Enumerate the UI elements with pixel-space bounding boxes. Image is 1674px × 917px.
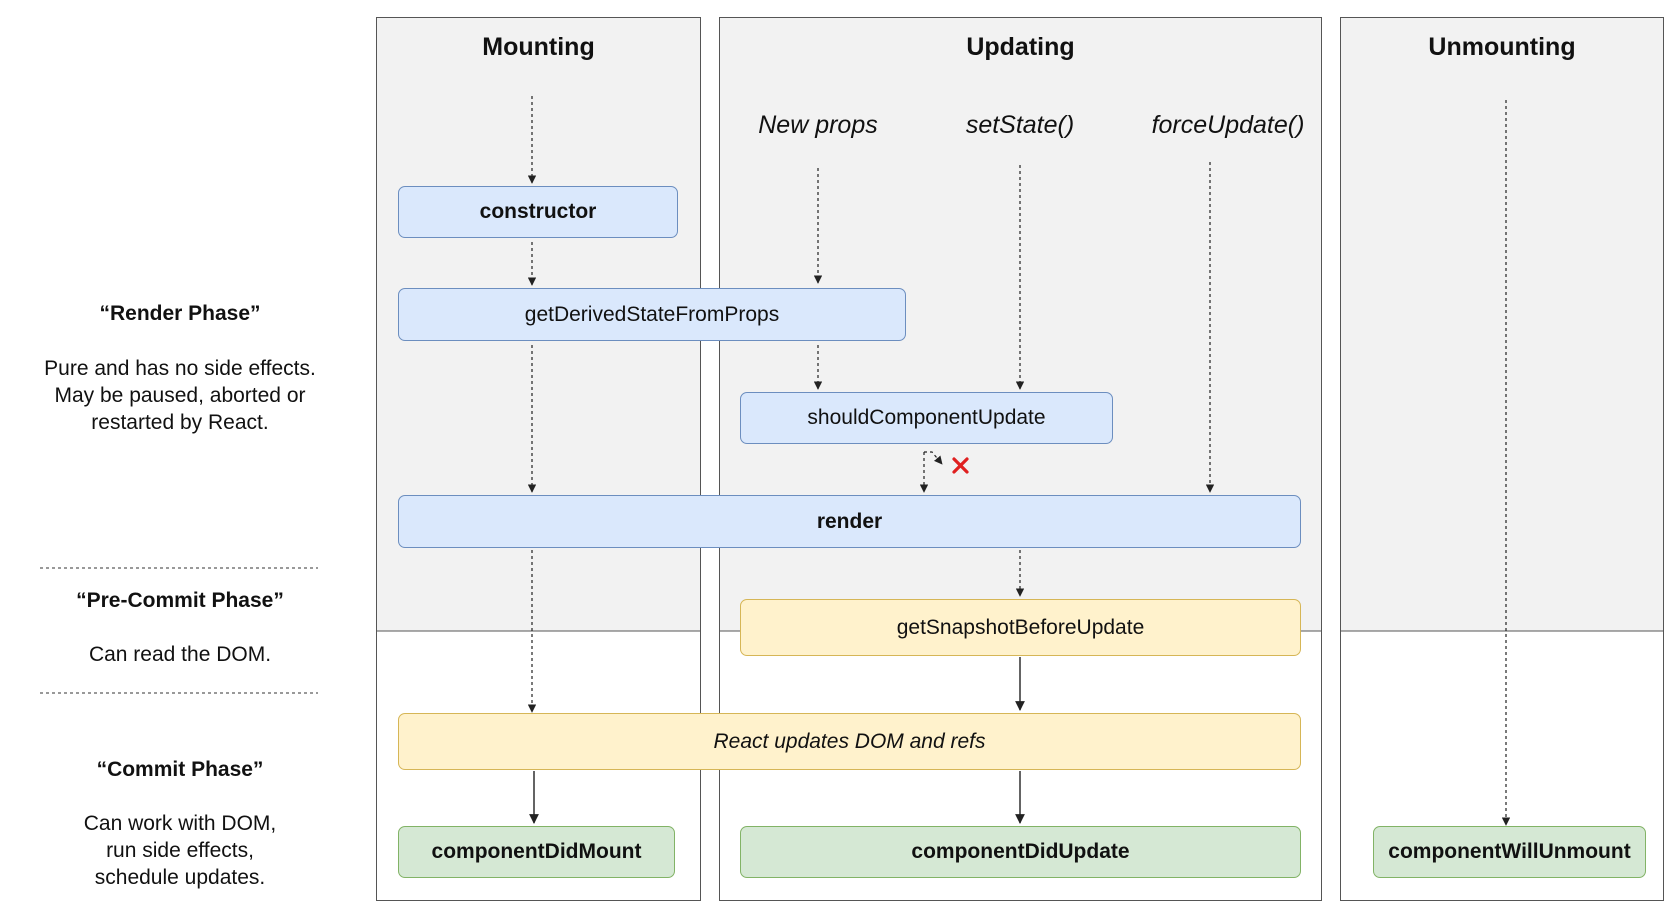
unmounting-column (1340, 17, 1664, 901)
arrow-scu-to-stop (924, 451, 943, 465)
unmounting-title: Unmounting (1428, 33, 1576, 61)
should-component-update-node: shouldComponentUpdate (740, 392, 1113, 444)
trigger-set-state: setState() (965, 111, 1075, 139)
updating-title: Updating (966, 33, 1075, 61)
constructor-node: constructor (398, 186, 678, 238)
updating-column (719, 17, 1322, 901)
mounting-column (376, 17, 701, 901)
get-snapshot-before-update-node: getSnapshotBeforeUpdate (740, 599, 1301, 656)
pre-commit-phase-description: Can read the DOM. (88, 643, 272, 666)
render-node: render (398, 495, 1301, 548)
react-updates-dom-node: React updates DOM and refs (398, 713, 1301, 770)
phase-separators (40, 567, 318, 694)
solid-arrows (529, 657, 1025, 824)
unmounting-render-shade (1341, 18, 1663, 631)
commit-phase-description: Can work with DOM, run side effects, sch… (83, 812, 277, 889)
component-will-unmount-node: componentWillUnmount (1373, 826, 1646, 878)
render-phase-title: “Render Phase” (99, 302, 261, 325)
trigger-new-props: New props (758, 111, 878, 139)
stop-icon (952, 457, 969, 474)
component-did-mount-node: componentDidMount (398, 826, 675, 878)
render-phase-description: Pure and has no side effects. May be pau… (44, 357, 316, 434)
component-did-update-node: componentDidUpdate (740, 826, 1301, 878)
trigger-force-update: forceUpdate() (1151, 111, 1305, 139)
dashed-arrows (527, 96, 1511, 826)
pre-commit-phase-title: “Pre-Commit Phase” (76, 589, 284, 612)
commit-phase-title: “Commit Phase” (96, 758, 264, 781)
mounting-title: Mounting (482, 33, 595, 61)
get-derived-state-from-props-node: getDerivedStateFromProps (398, 288, 906, 341)
